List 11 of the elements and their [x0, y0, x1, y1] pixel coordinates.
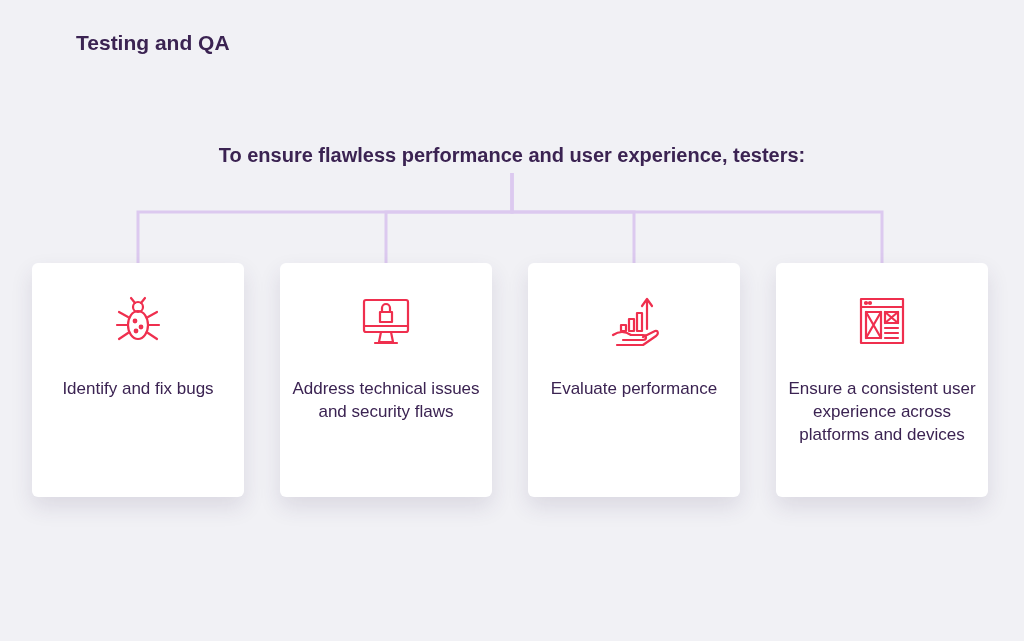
title: Testing and QA: [76, 31, 230, 55]
connector-line: [510, 173, 884, 263]
card: [528, 263, 740, 497]
card: [280, 263, 492, 497]
card-text: Address technical issues and security flaws: [291, 378, 481, 423]
card-text: Ensure a consistent user experience across platforms and devices: [787, 378, 977, 446]
card-text: Evaluate performance: [549, 378, 719, 400]
heading-text: To ensure flawless performance and user experience, testers:: [120, 144, 904, 167]
card-text: Identify and fix bugs: [61, 378, 215, 400]
card: [32, 263, 244, 497]
card: [776, 263, 988, 497]
